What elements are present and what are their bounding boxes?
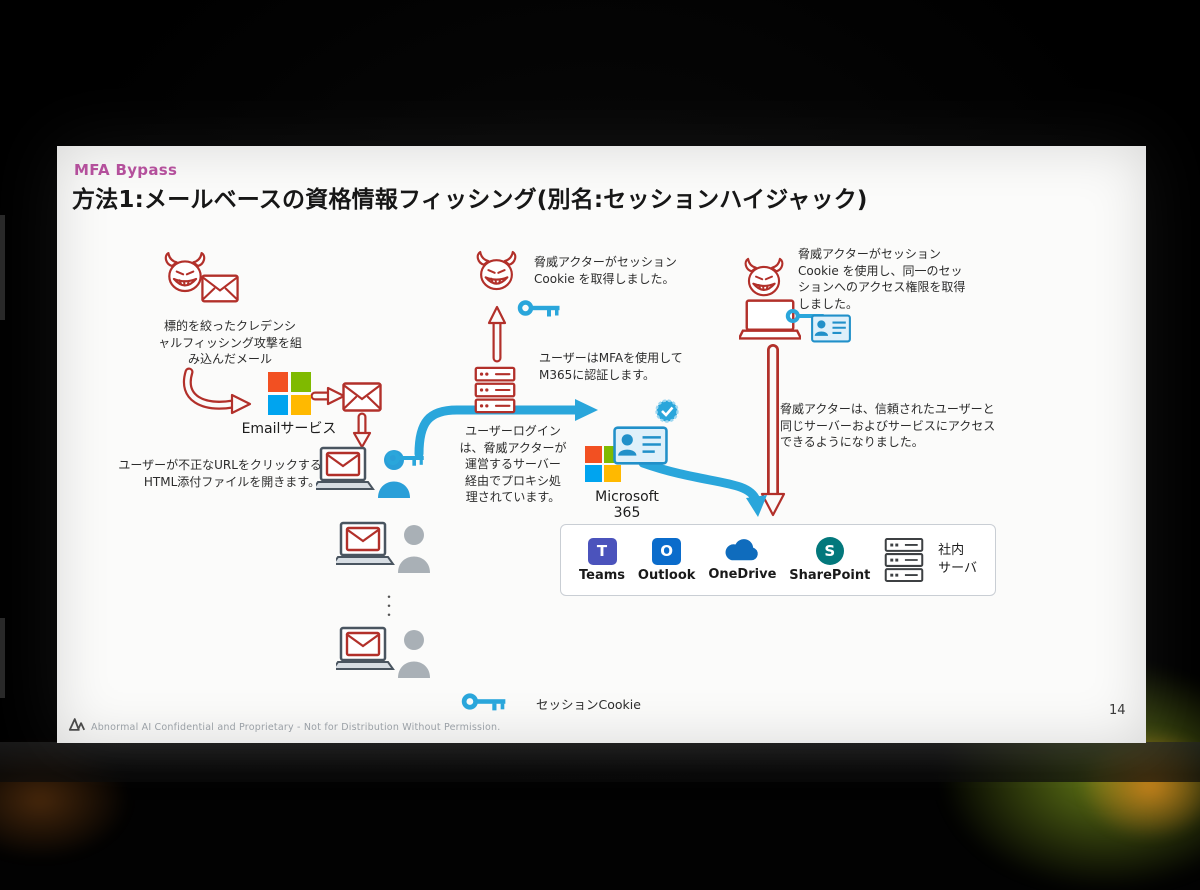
- slide-title: 方法1:メールベースの資格情報フィッシング(別名:セッションハイジャック): [72, 187, 868, 213]
- session-key-icon: [517, 300, 560, 317]
- arrow-mail-to-emailservice: [182, 367, 252, 415]
- service-sharepoint: S SharePoint: [789, 537, 870, 583]
- presentation-slide: MFA Bypass 方法1:メールベースの資格情報フィッシング(別名:セッショ…: [57, 146, 1146, 743]
- screen-edge-strip: [0, 215, 5, 320]
- session-key-icon: [385, 450, 424, 466]
- m365-label: Microsoft 365: [595, 489, 659, 521]
- note-actor-got-cookie: 脅威アクターがセッション Cookie を取得しました。: [534, 255, 677, 286]
- session-cookie-label: セッションCookie: [536, 697, 641, 712]
- onedrive-icon: [725, 539, 759, 561]
- footer-text: Abnormal AI Confidential and Proprietary…: [91, 722, 501, 733]
- note-actor-access: 脅威アクターは、信頼されたユーザーと 同じサーバーおよびサービスにアクセス でき…: [780, 402, 996, 450]
- outlook-icon: O: [652, 537, 682, 565]
- user-laptop-icon: [336, 626, 430, 678]
- service-outlook: O Outlook: [637, 537, 696, 583]
- user-laptop-icon: [336, 521, 430, 573]
- devil-icon: [476, 250, 517, 291]
- more-users-ellipsis: ・ ・ ・: [383, 590, 396, 622]
- outlook-letter: O: [660, 542, 674, 560]
- id-card-icon: [811, 314, 851, 343]
- service-label: Teams: [579, 567, 626, 583]
- sharepoint-icon: S: [815, 537, 844, 565]
- service-label: Outlook: [637, 567, 696, 583]
- note-user-clicks: ユーザーが不正なURLをクリックするか、 HTML添付ファイルを開きます。: [118, 458, 346, 489]
- note-targeted-mail: 標的を絞ったクレデンシ ャルフィッシング攻撃を組 み込んだメール: [158, 319, 302, 367]
- attacker-laptop-icon: [739, 299, 801, 340]
- devil-icon: [164, 252, 206, 293]
- service-onedrive: OneDrive: [708, 538, 776, 582]
- service-label: SharePoint: [789, 568, 871, 583]
- email-icon: [342, 382, 382, 412]
- sharepoint-letter: S: [824, 542, 836, 560]
- microsoft-logo: [268, 372, 311, 415]
- internal-server-icon: [884, 537, 924, 583]
- eyebrow-label: MFA Bypass: [74, 161, 178, 179]
- session-cookie-key-icon: [461, 693, 506, 711]
- page-number: 14: [1109, 703, 1126, 718]
- service-label: OneDrive: [708, 567, 777, 582]
- devil-icon: [744, 257, 784, 297]
- services-panel: T Teams O Outlook OneDrive S SharePoint: [560, 524, 996, 596]
- proxy-server-icon: [474, 366, 516, 414]
- arrow-mail-to-user: [352, 412, 372, 449]
- internal-server-label: 社内 サーバ: [938, 542, 977, 576]
- teams-icon: T: [587, 537, 617, 565]
- abnormal-logo: [68, 718, 86, 731]
- email-service-label: Emailサービス: [241, 421, 337, 437]
- arrow-emailservice-to-mail: [310, 386, 346, 406]
- note-proxy-login: ユーザーログイン は、脅威アクターが 運営するサーバー 経由でプロキシ処 理され…: [459, 424, 567, 505]
- table-edge: [0, 742, 1200, 782]
- screen-edge-strip: [0, 618, 5, 698]
- service-teams: T Teams: [579, 537, 626, 583]
- teams-letter: T: [596, 542, 608, 560]
- verified-badge-icon: [655, 399, 679, 423]
- note-mfa-auth: ユーザーはMFAを使用して M365に認証します。: [539, 351, 683, 382]
- note-actor-uses-cookie: 脅威アクターがセッション Cookie を使用し、同一のセッ ションへのアクセス…: [798, 247, 966, 311]
- id-card-icon: [613, 426, 668, 465]
- arrow-server-to-attacker: [487, 305, 507, 363]
- phishing-email-icon: [201, 274, 239, 303]
